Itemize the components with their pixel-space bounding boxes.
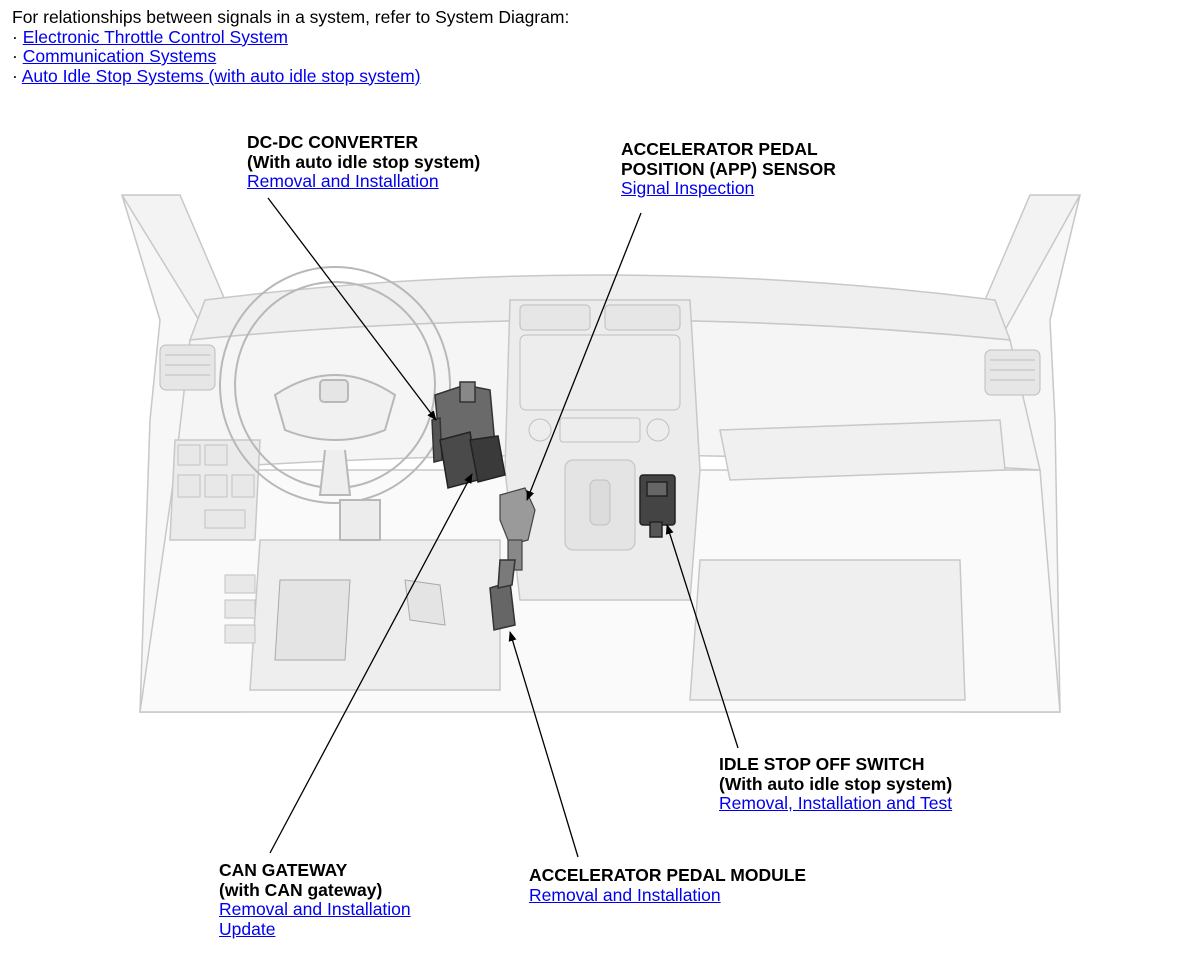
idle-stop-switch-component xyxy=(639,474,676,538)
bullet: · xyxy=(12,46,18,66)
idle-title: IDLE STOP OFF SWITCH xyxy=(719,754,925,774)
pedal-leader-line xyxy=(508,631,579,858)
intro-link-row-1: · Electronic Throttle Control System xyxy=(12,26,569,48)
cabin-outline xyxy=(120,194,1081,713)
callout-dcdc-converter: DC-DC CONVERTER (With auto idle stop sys… xyxy=(247,132,481,192)
vents xyxy=(159,304,1041,396)
link-electronic-throttle-control-system[interactable]: Electronic Throttle Control System xyxy=(22,26,288,47)
intro-block: For relationships between signals in a s… xyxy=(12,7,570,87)
can-title: CAN GATEWAY xyxy=(219,860,348,880)
intro-link-row-2: · Communication Systems xyxy=(12,46,569,67)
callout-idle-stop-switch: IDLE STOP OFF SWITCH (With auto idle sto… xyxy=(719,754,953,814)
app-title: ACCELERATOR PEDAL xyxy=(621,139,818,159)
callout-can-gateway: CAN GATEWAY (with CAN gateway) Removal a… xyxy=(219,860,411,939)
can-update-link[interactable]: Update xyxy=(219,918,276,939)
callout-app-sensor: ACCELERATOR PEDAL POSITION (APP) SENSOR … xyxy=(621,139,836,199)
idle-subtitle: (With auto idle stop system) xyxy=(719,773,953,794)
switch-panel xyxy=(177,444,256,644)
dcdc-title: DC-DC CONVERTER xyxy=(247,132,419,152)
app-subtitle: POSITION (APP) SENSOR xyxy=(621,158,836,179)
dcdc-subtitle: (With auto idle stop system) xyxy=(247,151,481,172)
bullet: · xyxy=(12,26,18,47)
pedals xyxy=(274,579,446,661)
intro-link-row-3: · Auto Idle Stop Systems (with auto idle… xyxy=(12,65,569,87)
steering-wheel xyxy=(219,266,451,541)
dcdc-removal-link[interactable]: Removal and Installation xyxy=(247,171,439,191)
intro-text: For relationships between signals in a s… xyxy=(12,7,570,27)
app-leader-line xyxy=(526,212,642,501)
idle-removal-test-link[interactable]: Removal, Installation and Test xyxy=(719,793,953,813)
app-signal-inspection-link[interactable]: Signal Inspection xyxy=(621,178,755,198)
pedal-title: ACCELERATOR PEDAL MODULE xyxy=(529,865,807,885)
center-stack xyxy=(519,334,681,551)
link-communication-systems[interactable]: Communication Systems xyxy=(22,46,217,66)
pedal-removal-link[interactable]: Removal and Installation xyxy=(529,884,721,905)
can-removal-link[interactable]: Removal and Installation xyxy=(219,899,411,919)
idle-leader-line xyxy=(665,524,739,749)
callout-accelerator-pedal-module: ACCELERATOR PEDAL MODULE Removal and Ins… xyxy=(529,865,807,905)
can-leader-line xyxy=(269,473,473,854)
dcdc-leader-line xyxy=(267,197,437,421)
app-sensor-component xyxy=(499,487,536,571)
can-subtitle: (with CAN gateway) xyxy=(219,879,383,900)
bullet: · xyxy=(12,65,18,86)
accelerator-pedal-component xyxy=(489,559,516,631)
link-auto-idle-stop-systems[interactable]: Auto Idle Stop Systems (with auto idle s… xyxy=(21,65,421,86)
